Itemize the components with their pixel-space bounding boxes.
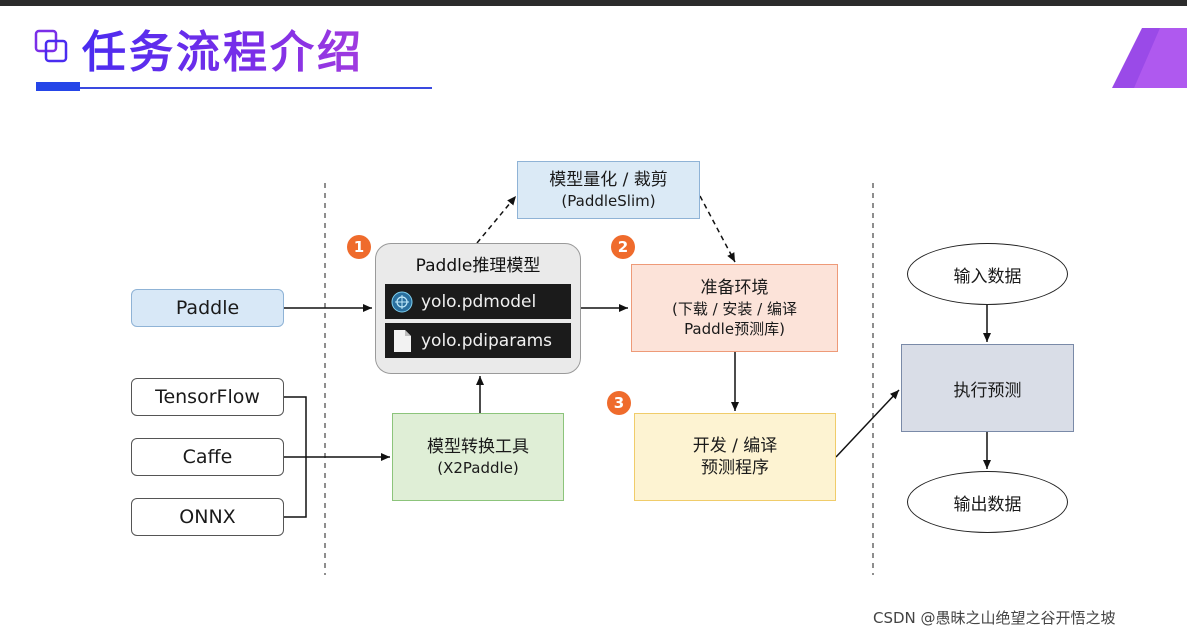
- top-toolbar-strip: [0, 0, 1187, 6]
- onnx-node: ONNX: [131, 498, 284, 536]
- step-badge-1: 1: [347, 235, 371, 259]
- model-file-name: yolo.pdmodel: [421, 291, 537, 312]
- page-title: 任务流程介绍: [82, 22, 364, 84]
- environment-line-3: Paddle预测库): [684, 320, 785, 338]
- overlapping-squares-icon: [34, 29, 68, 63]
- corner-decoration: [1112, 28, 1187, 88]
- inference-model-panel: Paddle推理模型 yolo.pdmodel yolo.pdiparams: [375, 243, 581, 374]
- develop-node: 开发 / 编译 预测程序: [634, 413, 836, 501]
- quantization-node: 模型量化 / 裁剪 (PaddleSlim): [517, 161, 700, 219]
- environment-node: 准备环境 (下载 / 安装 / 编译 Paddle预测库): [631, 264, 838, 352]
- model-panel-title: Paddle推理模型: [415, 256, 541, 276]
- input-data-node: 输入数据: [907, 243, 1068, 305]
- caffe-node: Caffe: [131, 438, 284, 476]
- develop-line-2: 预测程序: [701, 458, 769, 478]
- converter-title: 模型转换工具: [427, 437, 529, 457]
- execute-node: 执行预测: [901, 344, 1074, 432]
- watermark: CSDN @愚昧之山绝望之谷开悟之坡: [873, 609, 1116, 627]
- document-icon: [394, 329, 411, 352]
- output-data-node: 输出数据: [907, 471, 1068, 533]
- arrow-model-to-quant: [476, 195, 517, 244]
- paddle-node: Paddle: [131, 289, 284, 327]
- tensorflow-node: TensorFlow: [131, 378, 284, 416]
- params-file-row: yolo.pdiparams: [385, 323, 571, 358]
- converter-node: 模型转换工具 (X2Paddle): [392, 413, 564, 501]
- quantization-subtitle: (PaddleSlim): [561, 192, 656, 210]
- arrow-dev-to-exec: [835, 389, 900, 458]
- model-graph-icon: [391, 291, 413, 312]
- environment-line-2: (下载 / 安装 / 编译: [671, 300, 798, 318]
- develop-line-1: 开发 / 编译: [692, 436, 778, 456]
- converter-subtitle: (X2Paddle): [437, 459, 519, 477]
- step-badge-2: 2: [611, 235, 635, 259]
- title-underline: [36, 87, 432, 89]
- title-underline-accent: [36, 82, 80, 91]
- environment-title: 准备环境: [700, 278, 769, 298]
- params-file-name: yolo.pdiparams: [421, 330, 553, 351]
- step-badge-3: 3: [607, 391, 631, 415]
- arrow-quant-to-env: [699, 195, 736, 263]
- quantization-title: 模型量化 / 裁剪: [549, 170, 668, 190]
- model-file-row: yolo.pdmodel: [385, 284, 571, 319]
